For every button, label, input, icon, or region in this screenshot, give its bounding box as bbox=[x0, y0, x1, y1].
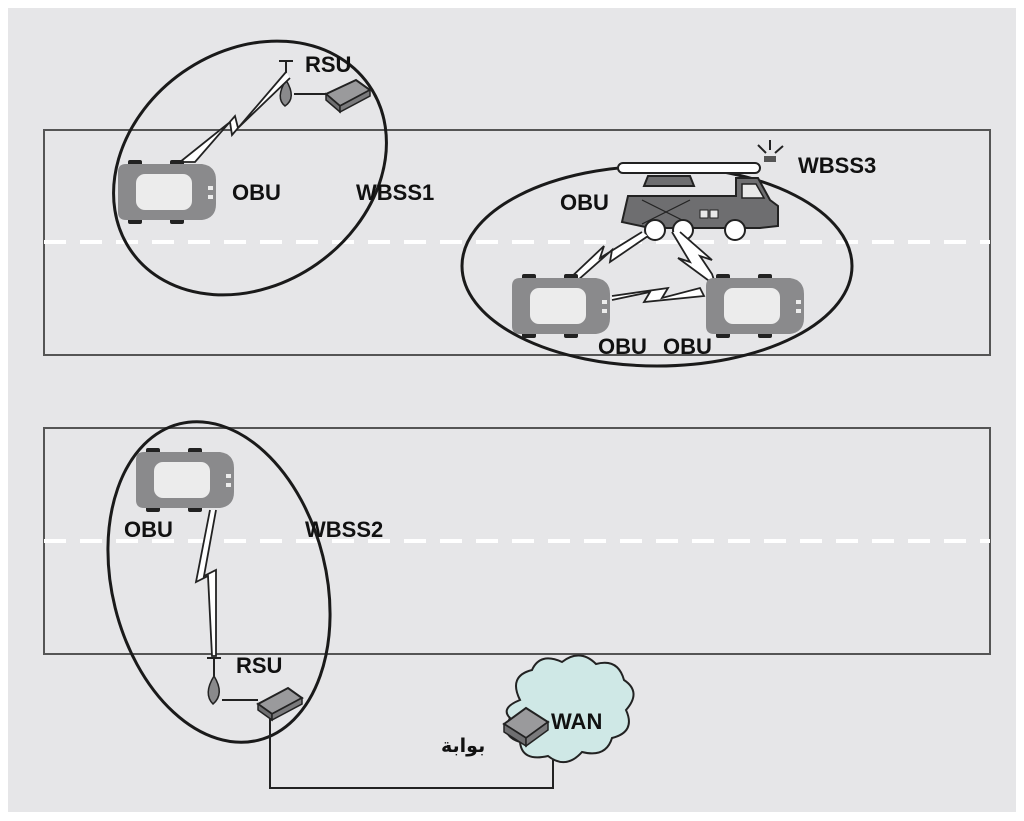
diagram-panel bbox=[8, 8, 1016, 812]
lightning-link-icon bbox=[177, 71, 291, 163]
obu-car2-label: OBU bbox=[598, 334, 647, 359]
gateway-label: بوابة bbox=[441, 735, 485, 757]
antenna-icon bbox=[207, 657, 258, 706]
wbss2-label: WBSS2 bbox=[305, 517, 383, 542]
lightning-link-icon bbox=[611, 286, 706, 304]
car-icon bbox=[118, 160, 216, 224]
rsu-bottom-label: RSU bbox=[236, 653, 282, 678]
obu-truck-label: OBU bbox=[560, 190, 609, 215]
rsu-box-icon bbox=[324, 78, 372, 114]
wbss2-ellipse bbox=[106, 420, 332, 744]
obu-car1-label: OBU bbox=[232, 180, 281, 205]
car-icon bbox=[706, 274, 804, 338]
wbss1-group: RSU OBU bbox=[112, 39, 388, 297]
car-icon bbox=[512, 274, 610, 338]
wan-label: WAN bbox=[551, 709, 602, 734]
obu-car4-label: OBU bbox=[124, 517, 173, 542]
wbss3-group: OBU OBU OBU bbox=[460, 140, 854, 368]
wbss1-ellipse bbox=[112, 39, 388, 297]
lightning-link-icon bbox=[194, 509, 217, 657]
wbss2-group: OBU RSU bbox=[106, 420, 332, 744]
car-icon bbox=[136, 448, 234, 512]
rsu-box-icon bbox=[256, 686, 304, 722]
rsu-top-label: RSU bbox=[305, 52, 351, 77]
gateway-device-icon bbox=[502, 706, 550, 748]
wan-cloud: WAN bbox=[502, 654, 635, 763]
fire-truck-icon bbox=[617, 140, 784, 241]
wbss3-label: WBSS3 bbox=[798, 153, 876, 178]
obu-car3-label: OBU bbox=[663, 334, 712, 359]
network-cable bbox=[269, 718, 554, 789]
wbss1-label: WBSS1 bbox=[356, 180, 434, 205]
